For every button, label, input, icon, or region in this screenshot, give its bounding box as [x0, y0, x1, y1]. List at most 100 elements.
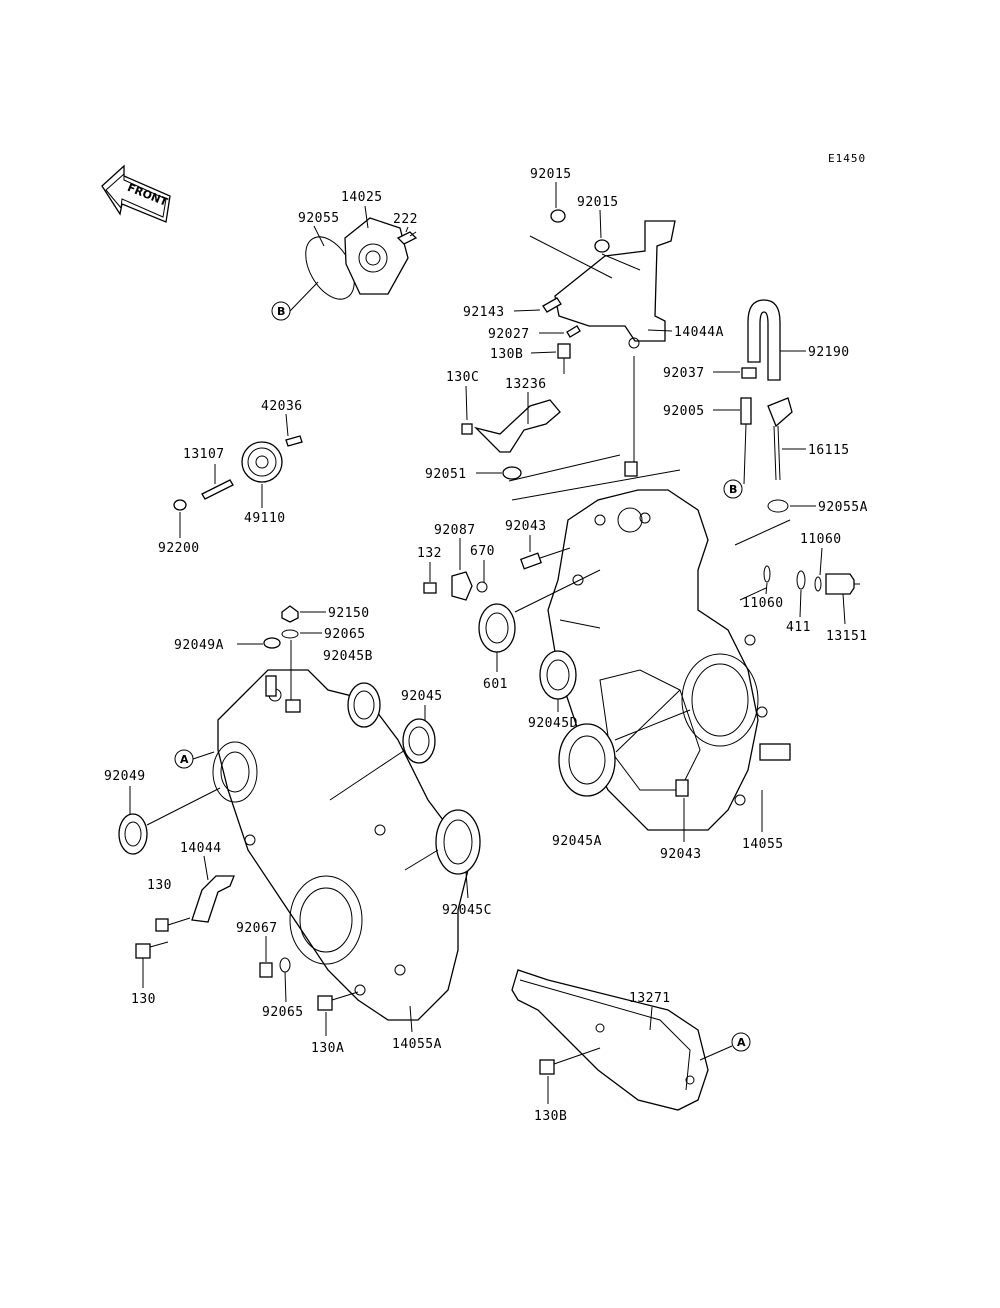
label-130B-bottom: 130B — [534, 1109, 567, 1124]
bracket-14044 — [191, 875, 235, 923]
label-42036: 42036 — [261, 399, 303, 414]
label-92067: 92067 — [236, 921, 278, 936]
seal-92049 — [118, 813, 148, 855]
pump-cover-14025 — [344, 217, 409, 295]
label-92055A: 92055A — [818, 500, 868, 515]
washer-411 — [796, 570, 806, 590]
screw-132 — [423, 582, 437, 594]
sensor-group — [423, 571, 488, 601]
bracket-14044A — [554, 220, 676, 342]
bracket-group — [529, 209, 676, 374]
o-ring-670 — [476, 581, 488, 593]
label-92190: 92190 — [808, 345, 850, 360]
crankcase-cover-14055A — [212, 669, 469, 1021]
bolt-92067 — [259, 962, 273, 978]
label-92087: 92087 — [434, 523, 476, 538]
label-92049A: 92049A — [174, 638, 224, 653]
ref-a-2: A — [737, 1036, 746, 1049]
label-601: 601 — [483, 677, 508, 692]
dowel-92043-bottom — [675, 779, 689, 797]
label-92045: 92045 — [401, 689, 443, 704]
sensor-92087 — [451, 571, 473, 601]
dowel-92043-top — [519, 552, 543, 570]
oil-pump-gear-group — [173, 435, 303, 511]
label-14055A: 14055A — [392, 1037, 442, 1052]
label-92027: 92027 — [488, 327, 530, 342]
plate-13271 — [511, 969, 709, 1111]
label-130-bottom: 130 — [131, 992, 156, 1007]
hose-92190 — [747, 299, 781, 381]
label-11060-top: 11060 — [800, 532, 842, 547]
label-92045C: 92045C — [442, 903, 492, 918]
label-92045B: 92045B — [323, 649, 373, 664]
washer-92065-bottom — [279, 957, 291, 973]
label-13151: 13151 — [826, 629, 868, 644]
label-13107: 13107 — [183, 447, 225, 462]
pin-42036 — [285, 435, 303, 447]
neutral-switch-group — [763, 565, 860, 595]
label-670: 670 — [470, 544, 495, 559]
washer-11060-a — [763, 565, 771, 583]
ref-marker-b-2 — [723, 479, 743, 499]
ref-b-1: B — [277, 305, 285, 318]
label-92015-b: 92015 — [577, 195, 619, 210]
label-130-top: 130 — [147, 878, 172, 893]
shaft-13107 — [201, 479, 234, 500]
label-92051: 92051 — [425, 467, 467, 482]
label-92065-top: 92065 — [324, 627, 366, 642]
label-92200: 92200 — [158, 541, 200, 556]
label-11060-bottom: 11060 — [742, 596, 784, 611]
label-92045D: 92045D — [528, 716, 578, 731]
arm-group — [461, 399, 561, 480]
plug-92150 — [281, 605, 299, 623]
label-92043-bottom: 92043 — [660, 847, 702, 862]
label-92143: 92143 — [463, 305, 505, 320]
pipe-92005 — [740, 397, 752, 425]
washer-92200 — [173, 499, 187, 511]
label-14055: 14055 — [742, 837, 784, 852]
bolt-130C — [461, 423, 473, 435]
bearing-92045B — [347, 682, 381, 728]
label-92015-a: 92015 — [530, 167, 572, 182]
arm-13236 — [473, 399, 561, 453]
label-92005: 92005 — [663, 404, 705, 419]
label-14044: 14044 — [180, 841, 222, 856]
bracket-14044-group — [135, 875, 235, 959]
switch-13151 — [825, 573, 855, 595]
bearing-601 — [478, 603, 516, 653]
bearing-92045D — [539, 650, 577, 700]
diagram-code: E1450 — [828, 152, 866, 165]
label-13236: 13236 — [505, 377, 547, 392]
label-222: 222 — [393, 212, 418, 227]
ref-a-1: A — [180, 753, 189, 766]
label-132: 132 — [417, 546, 442, 561]
washer-11060-b — [814, 576, 822, 592]
bolt-130B-top — [557, 343, 571, 359]
nut-92015-a — [550, 209, 566, 223]
label-92045A: 92045A — [552, 834, 602, 849]
label-92150: 92150 — [328, 606, 370, 621]
label-13271: 13271 — [629, 991, 671, 1006]
clamp-92037 — [741, 367, 757, 379]
label-92065-bottom: 92065 — [262, 1005, 304, 1020]
label-130C: 130C — [446, 370, 479, 385]
o-ring-92055A — [767, 499, 789, 513]
dipstick-cap-16115 — [767, 397, 793, 428]
label-14044A: 14044A — [674, 325, 724, 340]
label-130B-top: 130B — [490, 347, 523, 362]
label-411: 411 — [786, 620, 811, 635]
bearing-92045C — [435, 809, 481, 875]
oil-pump-cover-group — [305, 217, 418, 300]
bolt-130-upper — [155, 918, 169, 932]
seal-92049A — [263, 637, 281, 649]
ref-marker-a-2 — [731, 1032, 751, 1052]
bolt-130-lower — [135, 943, 151, 959]
washer-92065-top — [281, 629, 299, 639]
label-16115: 16115 — [808, 443, 850, 458]
collar-92027 — [566, 325, 581, 338]
label-130A: 130A — [311, 1041, 344, 1056]
label-92049: 92049 — [104, 769, 146, 784]
front-arrow-icon: FRONT — [101, 164, 171, 223]
nut-92015-b — [594, 239, 610, 253]
label-49110: 49110 — [244, 511, 286, 526]
